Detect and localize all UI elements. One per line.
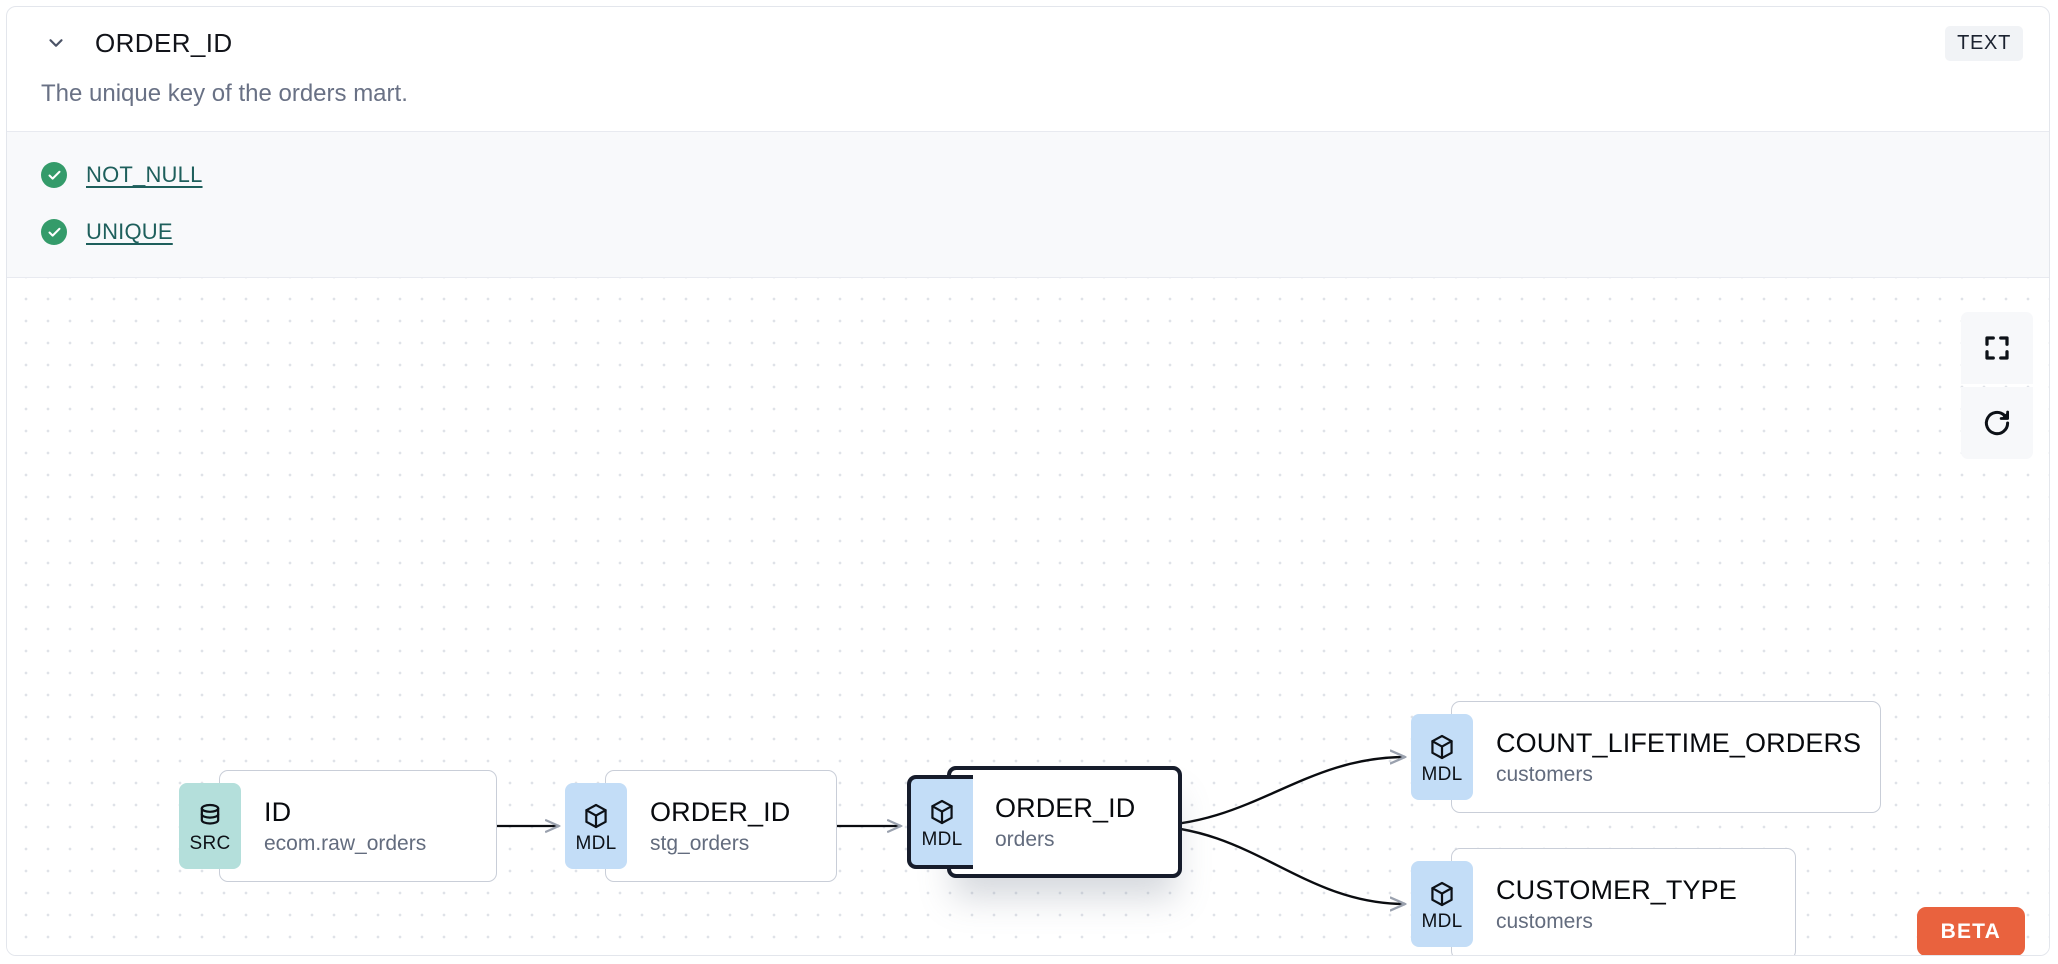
beta-badge[interactable]: BETA bbox=[1916, 907, 2025, 955]
node-column-name: ID bbox=[264, 796, 292, 827]
chevron-down-icon[interactable] bbox=[41, 28, 71, 58]
column-description: The unique key of the orders mart. bbox=[41, 80, 408, 107]
cube-icon bbox=[585, 803, 607, 828]
node-type-badge-mdl: MDL bbox=[907, 775, 973, 869]
test-row: UNIQUE bbox=[41, 211, 2015, 253]
node-badge-label: MDL bbox=[575, 832, 617, 854]
edge-orders-to-customer-type bbox=[1144, 824, 1405, 904]
node-body: ID ecom.raw_orders bbox=[219, 770, 497, 882]
node-type-badge-mdl: MDL bbox=[565, 783, 627, 869]
check-circle-icon bbox=[41, 219, 67, 245]
column-detail-card: ORDER_ID TEXT The unique key of the orde… bbox=[6, 6, 2050, 956]
lineage-node-count-lifetime-orders[interactable]: MDL COUNT_LIFETIME_ORDERS customers bbox=[1411, 701, 1881, 813]
node-type-badge-mdl: MDL bbox=[1411, 714, 1473, 800]
test-link-unique[interactable]: UNIQUE bbox=[86, 219, 173, 244]
page-title: ORDER_ID bbox=[95, 27, 233, 58]
lineage-node-src-id[interactable]: SRC ID ecom.raw_orders bbox=[179, 770, 497, 882]
cube-icon bbox=[1431, 734, 1453, 759]
node-type-badge-src: SRC bbox=[179, 783, 241, 869]
data-type-badge: TEXT bbox=[1945, 25, 2023, 61]
node-badge-label: MDL bbox=[1421, 910, 1463, 932]
lineage-node-orders-order-id-selected[interactable]: MDL ORDER_ID orders bbox=[907, 766, 1182, 878]
check-circle-icon bbox=[41, 162, 67, 188]
node-badge-label: MDL bbox=[1421, 763, 1463, 785]
cube-icon bbox=[1431, 881, 1453, 906]
reset-button[interactable] bbox=[1961, 387, 2033, 459]
refresh-icon bbox=[1984, 410, 2010, 436]
test-row: NOT_NULL bbox=[41, 154, 2015, 196]
lineage-node-stg-order-id[interactable]: MDL ORDER_ID stg_orders bbox=[565, 770, 837, 882]
node-column-name: ORDER_ID bbox=[995, 792, 1136, 823]
node-body: ORDER_ID stg_orders bbox=[605, 770, 837, 882]
node-resource-name: stg_orders bbox=[650, 832, 750, 856]
node-resource-name: ecom.raw_orders bbox=[264, 832, 427, 856]
node-resource-name: customers bbox=[1496, 910, 1593, 934]
node-badge-label: SRC bbox=[189, 832, 231, 854]
edge-orders-to-count-lifetime-orders bbox=[1144, 757, 1405, 828]
fit-view-button[interactable] bbox=[1961, 312, 2033, 384]
node-type-badge-mdl: MDL bbox=[1411, 861, 1473, 947]
canvas-toolbar bbox=[1961, 312, 2033, 459]
node-body: CUSTOMER_TYPE customers bbox=[1451, 848, 1796, 955]
node-body: COUNT_LIFETIME_ORDERS customers bbox=[1451, 701, 1881, 813]
node-resource-name: customers bbox=[1496, 763, 1593, 787]
node-body: ORDER_ID orders bbox=[947, 766, 1182, 878]
node-resource-name: orders bbox=[995, 828, 1055, 852]
test-link-not-null[interactable]: NOT_NULL bbox=[86, 162, 203, 187]
card-header: ORDER_ID TEXT bbox=[7, 7, 2049, 79]
fit-screen-icon bbox=[1985, 336, 2009, 360]
node-column-name: CUSTOMER_TYPE bbox=[1496, 874, 1737, 905]
node-column-name: COUNT_LIFETIME_ORDERS bbox=[1496, 727, 1862, 758]
cube-icon bbox=[931, 799, 953, 824]
lineage-node-customer-type[interactable]: MDL CUSTOMER_TYPE customers bbox=[1411, 848, 1796, 955]
tests-section: NOT_NULL UNIQUE bbox=[7, 131, 2049, 278]
node-badge-label: MDL bbox=[921, 828, 963, 850]
lineage-canvas[interactable]: SRC ID ecom.raw_orders MDL ORDER_ID stg_… bbox=[7, 278, 2049, 955]
node-column-name: ORDER_ID bbox=[650, 796, 791, 827]
database-icon bbox=[200, 803, 220, 825]
